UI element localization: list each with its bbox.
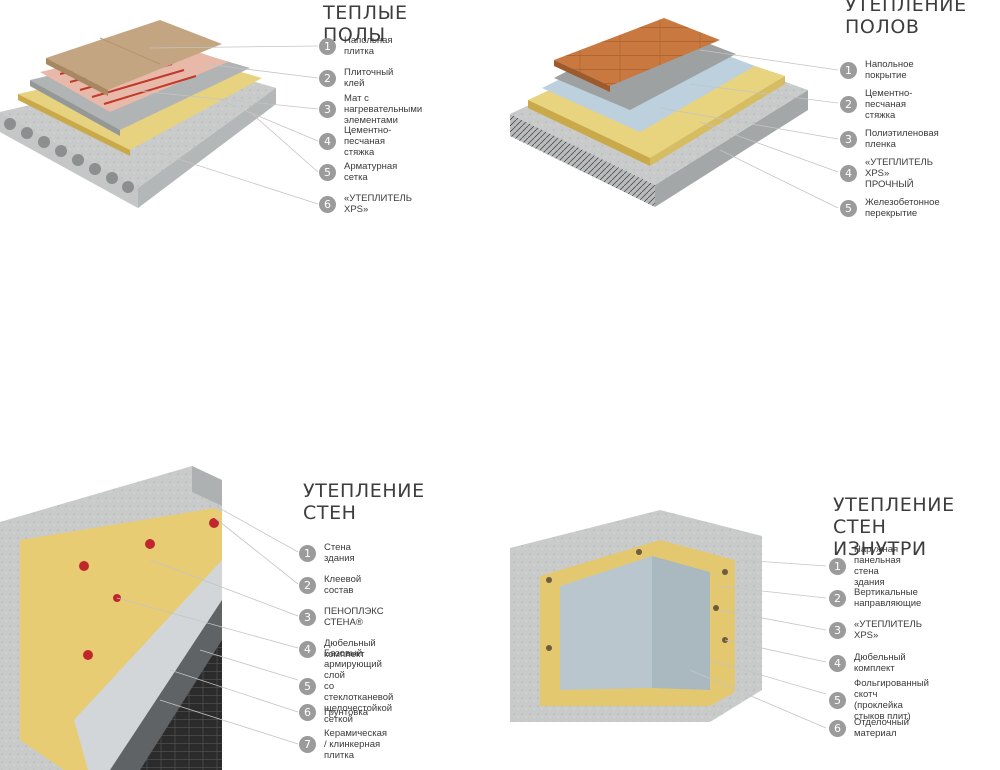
panel-title-warm-floors: ТЕПЛЫЕ ПОЛЫ <box>323 2 408 46</box>
badge: 2 <box>319 69 336 87</box>
badge: 2 <box>829 589 846 607</box>
legend-text: Фольгированный скотч (проклейка стыков п… <box>854 678 929 722</box>
legend-text: Напольное покрытие <box>865 59 914 81</box>
legend-item: 1 Напольная плитка <box>319 35 393 57</box>
badge: 1 <box>319 37 336 55</box>
legend-text: Наружная панельная стена здания <box>854 544 901 588</box>
legend-text: Грунтовка <box>324 706 369 718</box>
floor-insulation-illustration <box>510 18 808 207</box>
legend-text: Железобетонное перекрытие <box>865 197 940 219</box>
dowel-heads <box>79 518 219 660</box>
badge: 6 <box>299 703 316 721</box>
legend-text: ПЕНОПЛЭКС СТЕНА® <box>324 606 384 628</box>
badge: 2 <box>299 576 316 594</box>
badge: 5 <box>319 163 336 181</box>
badge: 1 <box>299 544 316 562</box>
legend-text: Базовый армирующий слой со стеклотканево… <box>324 647 394 725</box>
badge: 4 <box>299 640 316 658</box>
legend-item: 1 Стена здания <box>299 542 355 564</box>
leader-lines <box>116 45 839 745</box>
legend-text: Полиэтиленовая пленка <box>865 128 939 150</box>
badge: 3 <box>829 621 846 639</box>
legend-item: 6 Отделочный материал <box>829 717 909 739</box>
badge: 5 <box>299 677 316 695</box>
legend-text: «УТЕПЛИТЕЛЬ XPS» ПРОЧНЫЙ <box>865 156 933 190</box>
legend-item: 4 Дюбельный комплект <box>299 638 376 660</box>
legend-text: Мат с нагревательными элементами <box>344 92 423 126</box>
legend-item: 5 Фольгированный скотч (проклейка стыков … <box>829 678 929 722</box>
legend-text: Вертикальные направляющие <box>854 587 922 609</box>
legend-text: Цементно-песчаная стяжка <box>865 87 913 121</box>
legend-item: 3 ПЕНОПЛЭКС СТЕНА® <box>299 606 384 628</box>
panel-title-wall-insulation: УТЕПЛЕНИЕ СТЕН <box>303 480 425 524</box>
badge: 2 <box>840 95 857 113</box>
legend-item: 1 Напольное покрытие <box>840 59 914 81</box>
legend-item: 5 Железобетонное перекрытие <box>840 197 940 219</box>
badge: 4 <box>829 654 846 672</box>
legend-item: 1 Наружная панельная стена здания <box>829 544 901 588</box>
legend-item: 6 Грунтовка <box>299 703 368 721</box>
badge: 3 <box>840 130 857 148</box>
panel-title-interior-wall-insulation: УТЕПЛЕНИЕ СТЕН ИЗНУТРИ <box>833 494 955 560</box>
legend-text: «УТЕПЛИТЕЛЬ XPS» <box>854 619 922 641</box>
legend-text: «УТЕПЛИТЕЛЬ XPS» <box>344 193 412 215</box>
legend-item: 3 Мат с нагревательными элементами <box>319 93 422 126</box>
legend-text: Отделочный материал <box>854 717 909 739</box>
legend-item: 3 «УТЕПЛИТЕЛЬ XPS» <box>829 619 922 641</box>
legend-item: 2 Вертикальные направляющие <box>829 587 922 609</box>
legend-text: Стена здания <box>324 542 355 564</box>
legend-item: 3 Полиэтиленовая пленка <box>840 128 939 150</box>
legend-item: 2 Цементно-песчаная стяжка <box>840 88 912 121</box>
legend-text: Керамическая / клинкерная плитка <box>324 727 387 761</box>
badge: 7 <box>299 735 316 753</box>
legend-text: Арматурная сетка <box>344 161 398 183</box>
panel-title-floor-insulation: УТЕПЛЕНИЕ ПОЛОВ <box>845 0 967 38</box>
badge: 1 <box>840 61 857 79</box>
legend-item: 7 Керамическая / клинкерная плитка <box>299 728 387 761</box>
legend-item: 4 Цементно-песчаная стяжка <box>319 125 391 158</box>
legend-text: Напольная плитка <box>344 35 393 57</box>
badge: 3 <box>299 608 316 626</box>
legend-text: Клеевой состав <box>324 574 362 596</box>
legend-item: 6 «УТЕПЛИТЕЛЬ XPS» <box>319 193 412 215</box>
legend-text: Дюбельный комплект <box>324 638 376 660</box>
badge: 4 <box>319 132 336 150</box>
legend-item: 5 Арматурная сетка <box>319 161 398 183</box>
legend-text: Плиточный клей <box>344 67 394 89</box>
badge: 6 <box>829 719 846 737</box>
legend-item: 2 Плиточный клей <box>319 67 394 89</box>
legend-item: 5 Базовый армирующий слой со стеклотканев… <box>299 648 393 725</box>
legend-item: 4 Дюбельный комплект <box>829 652 906 674</box>
badge: 5 <box>829 691 846 709</box>
badge: 4 <box>840 164 857 182</box>
wall-insulation-illustration <box>0 466 222 770</box>
interior-dowels <box>546 549 728 651</box>
legend-item: 4 «УТЕПЛИТЕЛЬ XPS» ПРОЧНЫЙ <box>840 157 933 190</box>
badge: 1 <box>829 557 846 575</box>
legend-item: 2 Клеевой состав <box>299 574 362 596</box>
badge: 3 <box>319 100 336 118</box>
legend-text: Цементно-песчаная стяжка <box>344 124 392 158</box>
badge: 6 <box>319 195 336 213</box>
hollow-slab-voids <box>4 118 134 193</box>
badge: 5 <box>840 199 857 217</box>
warm-floor-illustration <box>0 20 276 208</box>
legend-text: Дюбельный комплект <box>854 652 906 674</box>
interior-wall-illustration <box>510 510 762 722</box>
